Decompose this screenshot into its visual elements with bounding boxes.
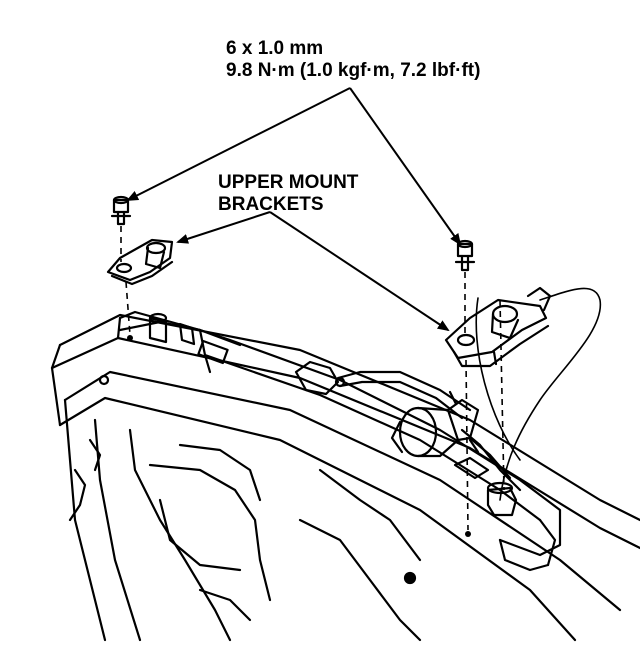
- alignment-line-right-lower: [465, 359, 469, 531]
- torque-spec-label: 9.8 N·m (1.0 kgf·m, 7.2 lbf·ft): [226, 60, 481, 81]
- upper-mount-brackets-callout: UPPER MOUNT BRACKETS: [218, 172, 358, 216]
- lower-bracket-right: [453, 456, 518, 517]
- upper-mount-bracket-left[interactable]: [106, 238, 174, 286]
- radiator-support-frame: [50, 313, 640, 642]
- bracket-label-line1: UPPER MOUNT: [218, 172, 359, 193]
- filler-neck-left: [148, 312, 196, 346]
- arrow-brackets-to-left: [176, 211, 271, 244]
- mount-hole-left: [127, 335, 133, 341]
- alignment-line-left-lower: [125, 281, 131, 336]
- bolt-left[interactable]: [110, 195, 132, 226]
- bolt-size-label: 6 x 1.0 mm: [226, 38, 324, 59]
- arrow-spec-to-right-bolt: [349, 87, 462, 246]
- wire-harness: [475, 287, 602, 501]
- radiator-cap-and-hose: [294, 360, 472, 420]
- fastener-spec-callout: 6 x 1.0 mm 9.8 N·m (1.0 kgf·m, 7.2 lbf·f…: [226, 38, 480, 82]
- alignment-line-right-mount: [499, 299, 505, 491]
- mount-hole-right: [465, 531, 471, 537]
- leader-arrows: [126, 87, 462, 332]
- bolt-right[interactable]: [454, 239, 476, 272]
- arrow-spec-to-left-bolt: [126, 87, 351, 201]
- arrow-brackets-to-right: [269, 211, 450, 332]
- bracket-label-line2: BRACKETS: [218, 194, 324, 215]
- upper-mount-bracket-right[interactable]: [444, 286, 552, 368]
- radiator-top-tank: [116, 310, 562, 572]
- fan-motor: [390, 390, 522, 492]
- alignment-lines: [120, 226, 505, 531]
